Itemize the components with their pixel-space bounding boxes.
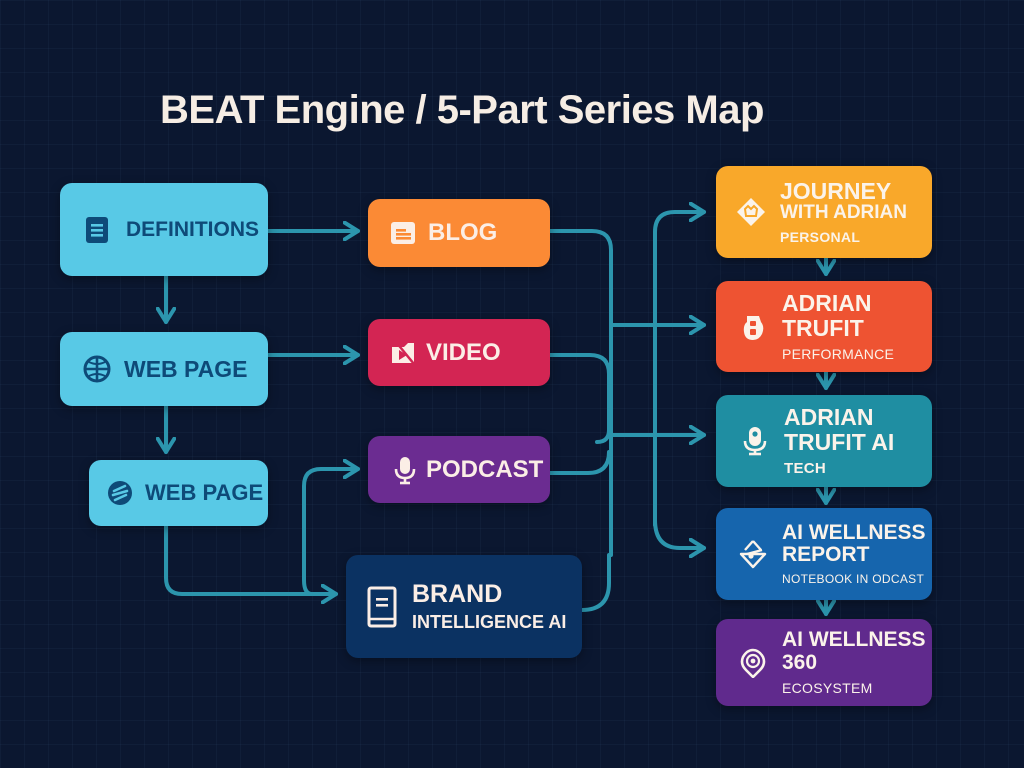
node-brand-label: BRAND — [412, 580, 503, 608]
node-report-subtitle: NOTEBOOK IN ODCAST — [782, 572, 925, 587]
node-brand[interactable]: BRAND INTELLIGENCE AI — [346, 555, 582, 658]
connector-video-trunk — [548, 353, 611, 444]
node-performance-subtitle: PERFORMANCE — [782, 345, 895, 362]
connector-webpage2-brand — [164, 524, 338, 594]
node-performance[interactable]: ADRIAN TRUFIT PERFORMANCE — [716, 281, 932, 372]
node-blog[interactable]: BLOG — [368, 199, 550, 267]
node-ecosystem-subtitle: ECOSYSTEM — [782, 679, 873, 696]
node-blog-label: BLOG — [428, 219, 498, 246]
node-tech[interactable]: ADRIAN TRUFIT AI TECH — [716, 395, 932, 487]
node-tech-title-1: ADRIAN — [784, 404, 874, 431]
node-report[interactable]: AI WELLNESS REPORT NOTEBOOK IN ODCAST — [716, 508, 932, 600]
node-journey-subtitle: PERSONAL — [780, 229, 861, 246]
node-podcast[interactable]: PODCAST — [368, 436, 550, 503]
node-brand-sublabel: INTELLIGENCE AI — [412, 612, 567, 632]
node-definitions-label: DEFINITIONS — [126, 218, 260, 241]
node-journey[interactable]: JOURNEY WITH ADRIAN PERSONAL — [716, 166, 932, 258]
connector-podcast-trunk — [548, 450, 611, 475]
connector-trunk-report — [653, 518, 706, 548]
node-performance-title-1: ADRIAN — [782, 290, 872, 317]
node-performance-title-2: TRUFIT — [782, 314, 864, 341]
connector-branch-podcast — [302, 469, 360, 596]
node-tech-title-2: TRUFIT AI — [784, 428, 895, 455]
node-web-page-2-label: WEB PAGE — [145, 480, 264, 505]
video-icon — [388, 338, 418, 368]
node-tech-subtitle: TECH — [784, 459, 827, 477]
book-icon — [366, 585, 398, 629]
node-report-title-2: REPORT — [782, 543, 870, 566]
node-ecosystem[interactable]: AI WELLNESS 360 ECOSYSTEM — [716, 619, 932, 706]
node-ecosystem-title-1: AI WELLNESS — [782, 628, 926, 652]
studio-mic-icon — [740, 426, 770, 456]
diamond-node-icon — [738, 539, 768, 569]
node-ecosystem-title-2: 360 — [782, 650, 818, 674]
node-journey-title-2: WITH ADRIAN — [780, 202, 907, 224]
connector-brand-trunk — [580, 553, 611, 612]
node-web-page-1[interactable]: WEB PAGE — [60, 332, 268, 406]
location-pin-icon — [738, 648, 768, 678]
node-podcast-label: PODCAST — [426, 455, 544, 483]
diagram-title: BEAT Engine / 5-Part Series Map — [160, 88, 764, 132]
connector-blog-trunk — [548, 229, 613, 557]
connector-trunk-journey — [653, 212, 706, 527]
kettlebell-icon — [738, 312, 768, 342]
link-globe-icon — [105, 478, 135, 508]
document-icon — [82, 215, 112, 245]
node-definitions[interactable]: DEFINITIONS — [60, 183, 268, 276]
node-journey-title-1: JOURNEY — [780, 177, 892, 204]
node-web-page-2[interactable]: WEB PAGE — [89, 460, 268, 526]
globe-icon — [82, 354, 112, 384]
microphone-icon — [390, 455, 420, 485]
diamond-badge-icon — [736, 197, 766, 227]
node-video[interactable]: VIDEO — [368, 319, 550, 386]
node-web-page-1-label: WEB PAGE — [124, 355, 248, 382]
node-report-title-1: AI WELLNESS — [782, 520, 926, 544]
blog-icon — [388, 218, 418, 248]
node-video-label: VIDEO — [426, 338, 501, 366]
